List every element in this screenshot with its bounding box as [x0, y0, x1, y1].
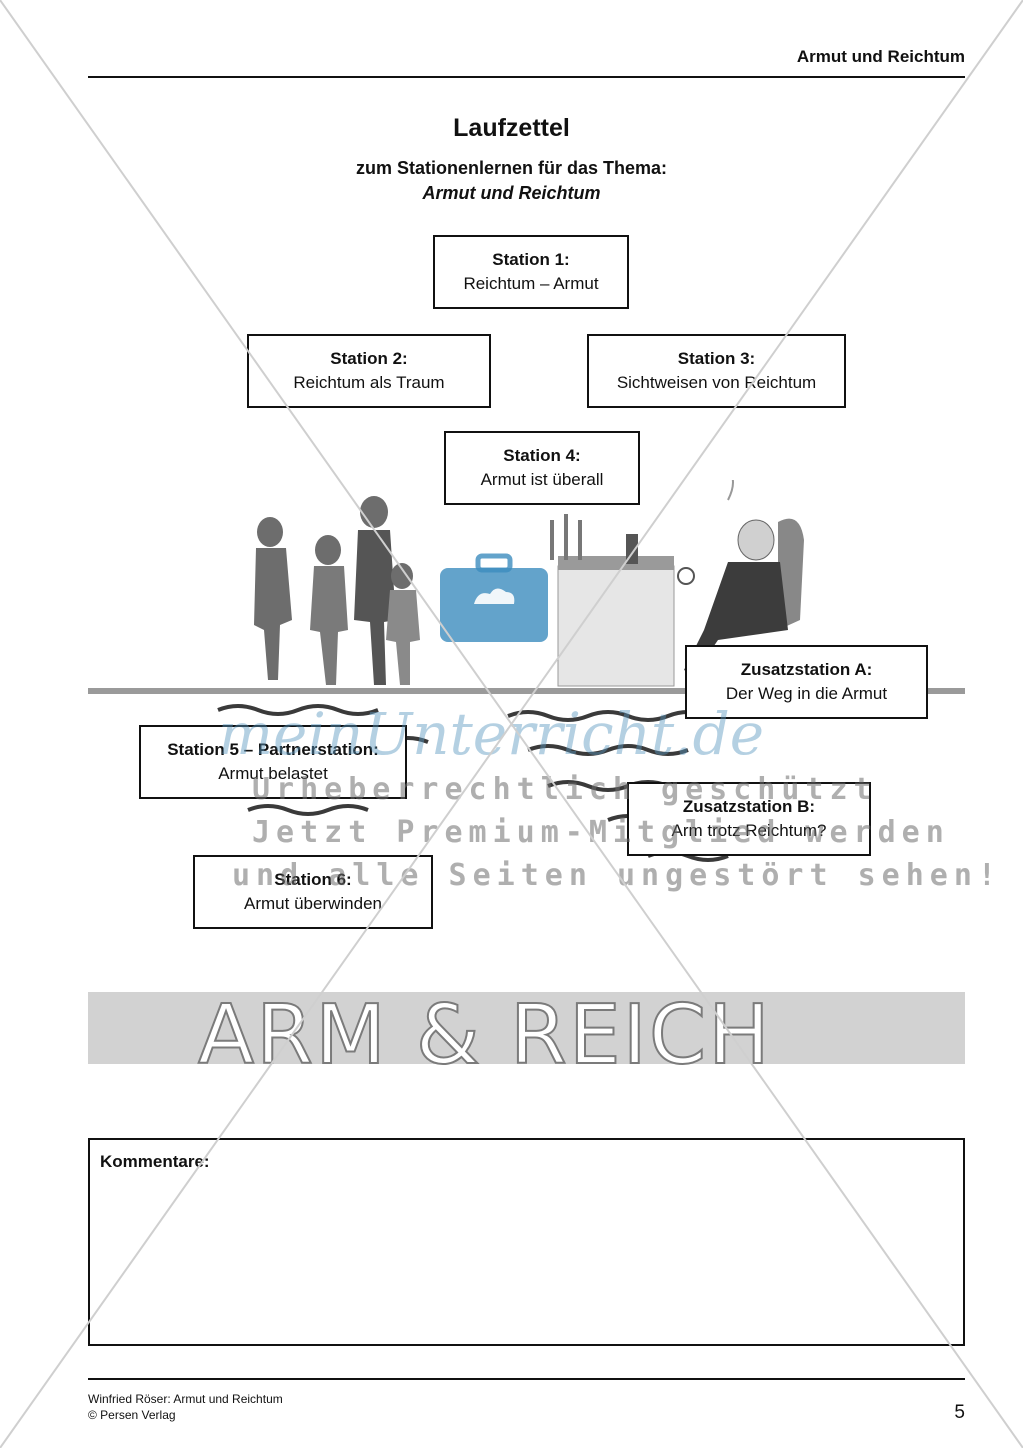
- station-4-box: Station 4: Armut ist überall: [444, 431, 640, 505]
- dining-table: [550, 514, 675, 687]
- header-rule: [88, 76, 965, 78]
- station-name: Station 1:: [492, 250, 570, 269]
- station-topic: Reichtum – Armut: [463, 274, 599, 293]
- comments-label: Kommentare:: [100, 1152, 210, 1171]
- briefcase-icon: [440, 553, 548, 642]
- page-number: 5: [954, 1402, 965, 1423]
- banner-text: ARM & REICH: [197, 987, 772, 1084]
- station-2-box: Station 2: Reichtum als Traum: [247, 334, 491, 408]
- station-topic: Sichtweisen von Reichtum: [616, 373, 817, 392]
- station-3-box: Station 3: Sichtweisen von Reichtum: [587, 334, 846, 408]
- children-silhouettes: [254, 496, 420, 685]
- arm-reich-banner: ARM & REICH: [88, 987, 965, 1084]
- watermark-line-3: und alle Seiten ungestört sehen!: [232, 858, 1002, 893]
- station-name: Station 3:: [677, 349, 756, 368]
- station-name: Zusatzstation A:: [740, 660, 873, 679]
- page-subtitle: zum Stationenlernen für das Thema:: [355, 158, 668, 178]
- station-topic: Armut ist überall: [480, 470, 604, 489]
- watermark-line-1: Urheberrechtlich geschützt: [252, 772, 878, 807]
- comments-box: Kommentare:: [88, 1138, 965, 1346]
- station-topic: Reichtum als Traum: [293, 373, 445, 392]
- watermark-logo: meinUnterricht.de: [218, 700, 765, 768]
- watermark-line-2: Jetzt Premium-Mitglied werden: [252, 815, 950, 850]
- station-name: Station 2:: [330, 349, 408, 368]
- station-name: Station 4:: [503, 446, 581, 465]
- running-header: Armut und Reichtum: [796, 47, 965, 66]
- footer-publisher: © Persen Verlag: [88, 1408, 176, 1422]
- footer-author: Winfried Röser: Armut und Reichtum: [88, 1392, 283, 1406]
- page-topic: Armut und Reichtum: [422, 183, 601, 203]
- page-title: Laufzettel: [453, 114, 570, 142]
- station-topic: Armut überwinden: [244, 894, 382, 913]
- footer-rule: [88, 1378, 965, 1380]
- station-1-box: Station 1: Reichtum – Armut: [433, 235, 629, 309]
